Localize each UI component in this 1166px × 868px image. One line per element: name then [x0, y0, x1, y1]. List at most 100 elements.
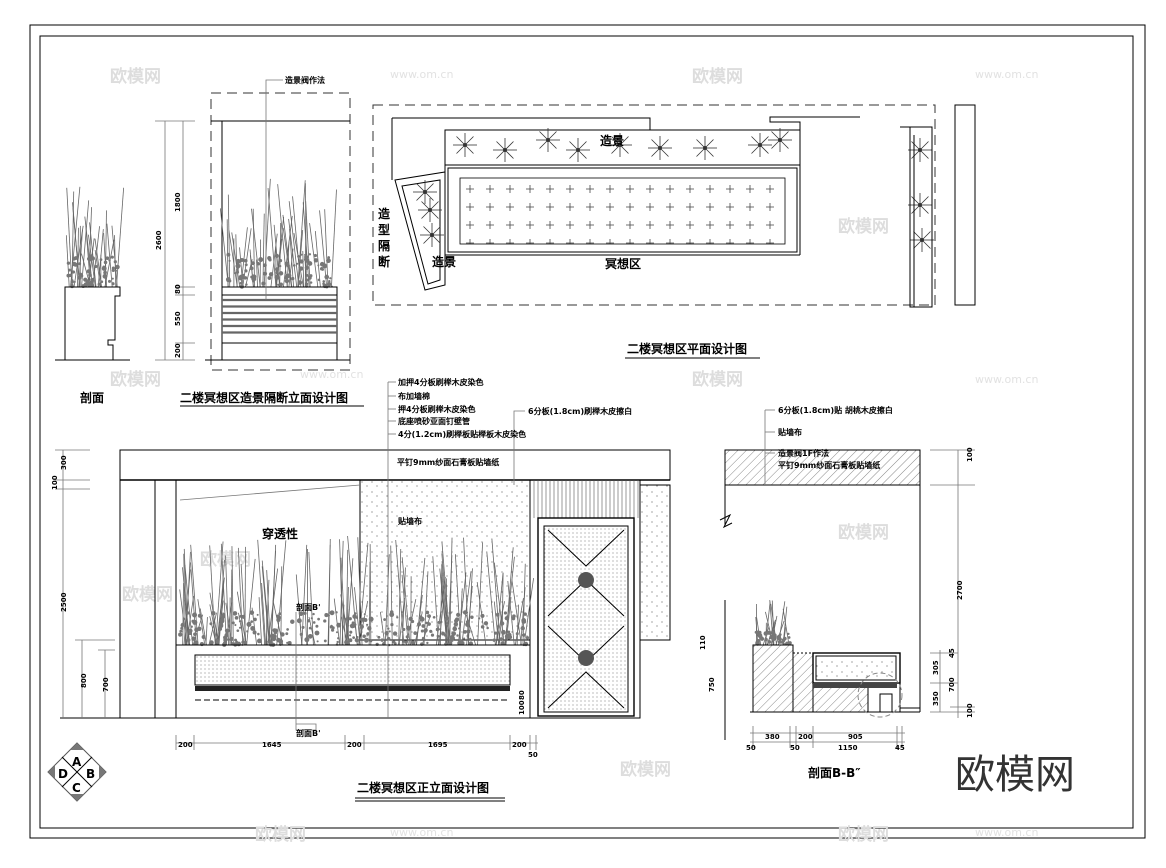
plant-leaf: [402, 627, 406, 632]
plant-leaf: [324, 274, 330, 280]
plant-stem: [231, 232, 241, 288]
plant-leaf: [443, 633, 447, 637]
plant-leaf: [78, 262, 82, 266]
plant-leaf: [507, 630, 511, 634]
svg-text:隔: 隔: [378, 238, 390, 253]
plant-leaf: [454, 618, 459, 623]
plant-drawing: [178, 535, 534, 647]
plant-leaf: [70, 283, 74, 287]
section-bb: 6分板(1.8cm)贴 胡桃木皮擦白 贴墙布 造景阀1F作法 平钉9mm纱面石膏…: [699, 405, 975, 780]
watermarks: 欧模网 www.om.cn 欧模网 www.om.cn 欧模网 www.om.c…: [110, 66, 1038, 845]
svg-text:350: 350: [932, 691, 940, 706]
plant-leaf: [427, 622, 431, 626]
plant-leaf: [460, 641, 465, 646]
plant-stem: [104, 239, 115, 288]
plant-symbol-petal: [421, 201, 431, 211]
plan-title: 二楼冥想区平面设计图: [627, 341, 747, 356]
plant-leaf: [225, 632, 229, 636]
plant-leaf: [337, 637, 340, 640]
plant-leaf: [463, 629, 467, 634]
plant-stem: [438, 603, 444, 646]
plant-leaf: [438, 628, 442, 631]
plant-leaf: [470, 615, 474, 620]
plant-leaf: [284, 278, 290, 284]
plant-leaf: [275, 267, 280, 272]
plant-leaf: [239, 258, 244, 263]
plant-stem: [81, 200, 90, 288]
plant-leaf: [323, 639, 327, 643]
plant-leaf: [74, 256, 78, 260]
plant-leaf: [757, 632, 763, 638]
plant-stem: [282, 215, 293, 288]
plant-stem: [308, 551, 314, 646]
plant-stem: [346, 558, 354, 646]
plant-stem: [457, 572, 467, 646]
svg-text:110: 110: [699, 635, 707, 650]
plant-stem: [88, 207, 92, 288]
plant-leaf: [308, 253, 312, 256]
plant-leaf: [787, 636, 791, 639]
plant-stem: [288, 201, 300, 288]
plant-symbol-center: [423, 190, 427, 194]
plant-leaf: [231, 621, 235, 625]
plant-symbol-center: [618, 143, 622, 147]
svg-text:100: 100: [51, 475, 59, 490]
plant-stem: [331, 189, 337, 288]
plant-leaf: [236, 269, 239, 272]
svg-text:平钉9mm纱面石膏板贴墙纸: 平钉9mm纱面石膏板贴墙纸: [397, 457, 499, 467]
plant-leaf: [354, 638, 359, 643]
plant-leaf: [210, 610, 216, 616]
plant-leaf: [108, 259, 111, 262]
plant-leaf: [354, 612, 357, 615]
plant-symbol-petal: [416, 183, 426, 193]
plant-stem: [449, 537, 453, 646]
plant-stem: [476, 581, 487, 646]
plant-leaf: [478, 617, 481, 620]
plant-leaf: [421, 636, 426, 641]
plant-leaf: [449, 634, 455, 640]
plant-symbol-petal: [429, 209, 439, 219]
plant-stem: [94, 238, 102, 288]
svg-text:剖面B': 剖面B': [296, 602, 321, 612]
svg-text:100: 100: [966, 703, 974, 718]
plant-leaf: [310, 617, 313, 620]
plant-leaf: [345, 617, 349, 621]
plant-drawing: [219, 178, 337, 289]
svg-text:A: A: [72, 755, 82, 769]
svg-text:305: 305: [932, 660, 940, 675]
plant-leaf: [420, 629, 424, 633]
plant-leaf: [349, 630, 353, 634]
plant-stem: [263, 178, 271, 288]
plant-leaf: [197, 613, 202, 618]
plant-leaf: [240, 275, 245, 280]
plant-stem: [511, 579, 522, 646]
plant-leaf: [367, 626, 372, 631]
plant-stem: [314, 231, 321, 288]
plant-leaf: [348, 617, 352, 621]
plant-leaf: [397, 642, 400, 645]
partition-elevation: 造景阀作法 2600 1800 80 550 200 二楼冥想区造景隔断立面设计…: [155, 75, 364, 407]
plant-leaf: [113, 260, 117, 264]
plant-leaf: [322, 263, 328, 269]
svg-text:2500: 2500: [60, 592, 68, 612]
plant-leaf: [209, 640, 214, 645]
plant-leaf: [363, 613, 366, 616]
svg-text:冥想区: 冥想区: [605, 256, 641, 271]
plant-leaf: [239, 281, 243, 285]
plant-stem: [240, 563, 247, 646]
plant-leaf: [457, 641, 462, 646]
plant-leaf: [290, 619, 295, 624]
plant-leaf: [308, 626, 312, 630]
plant-symbol-petal: [429, 201, 439, 211]
svg-text:2600: 2600: [155, 230, 163, 250]
plant-leaf: [335, 631, 339, 634]
plant-leaf: [366, 632, 370, 636]
plant-leaf: [352, 636, 356, 640]
plant-stem: [275, 238, 283, 288]
plant-leaf: [330, 628, 335, 632]
plant-leaf: [221, 613, 226, 617]
plant-leaf: [348, 638, 353, 643]
planter-slats: [222, 298, 337, 334]
plant-leaf: [465, 611, 469, 614]
plant-leaf: [492, 638, 496, 642]
